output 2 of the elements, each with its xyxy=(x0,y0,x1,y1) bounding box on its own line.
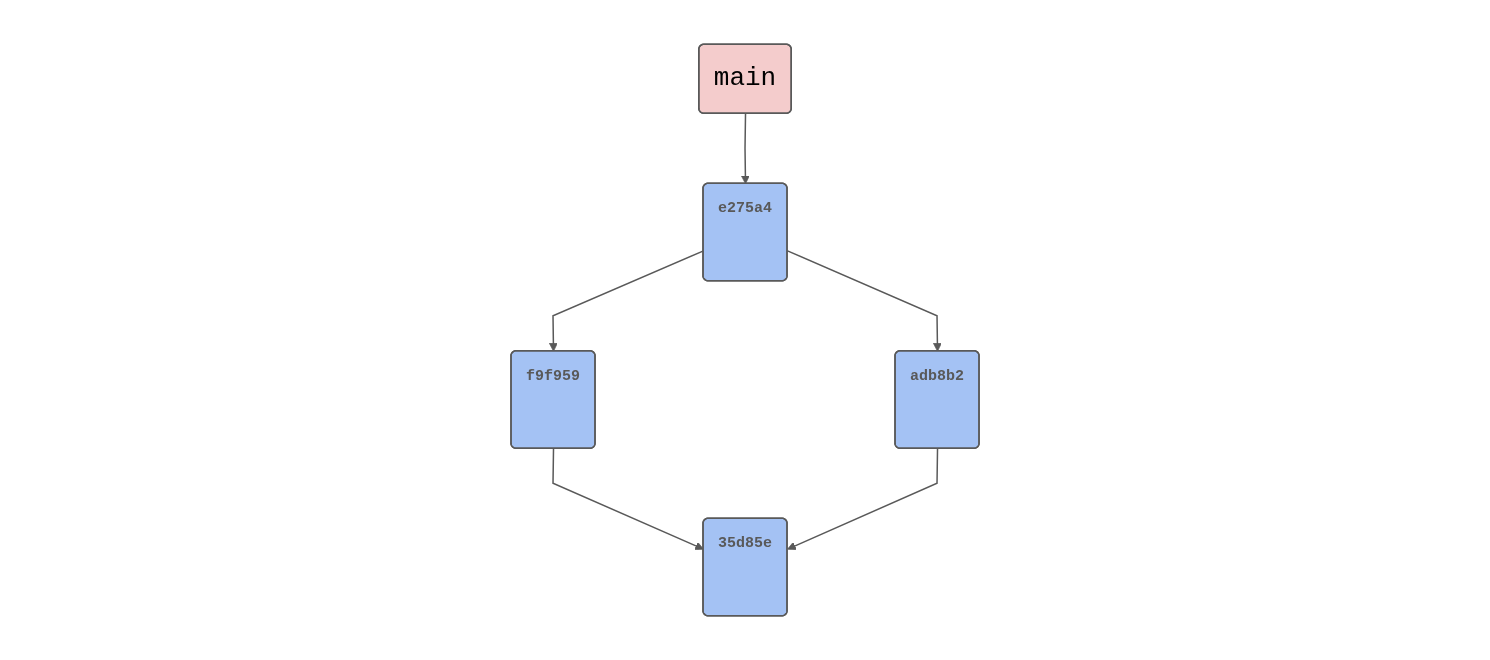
arrow xyxy=(787,448,939,550)
arrow xyxy=(741,113,750,185)
